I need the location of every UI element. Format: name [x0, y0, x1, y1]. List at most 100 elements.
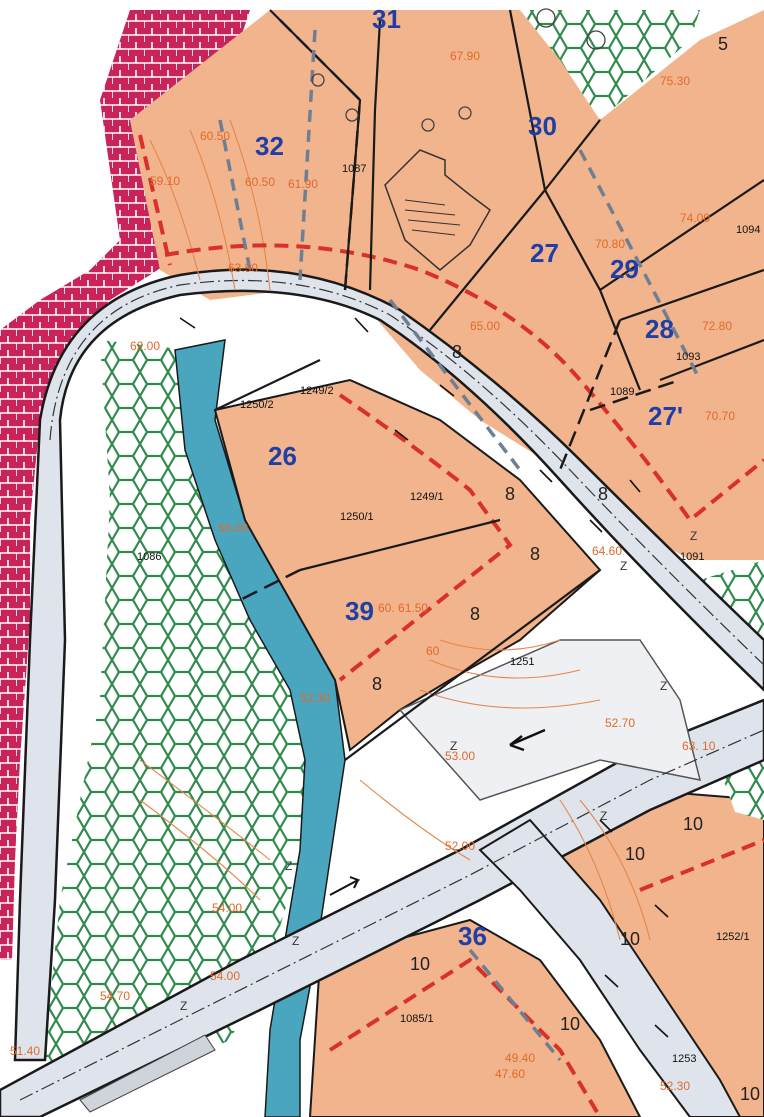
elevation-label: 60.50 — [200, 129, 230, 143]
parcel-1087: 1087 — [342, 163, 366, 175]
branch-road — [478, 818, 742, 1117]
z-marker: Z — [450, 739, 457, 753]
plaza — [398, 639, 702, 801]
brick-boundary — [0, 10, 250, 960]
plot-boundaries-dashed — [239, 19, 681, 602]
elevation-label: 54.70 — [100, 989, 130, 1003]
elevation-label: 65.00 — [470, 319, 500, 333]
plot-number-27: 27 — [530, 238, 559, 268]
parcel-1250-1: 1250/1 — [340, 511, 374, 523]
plot-number-26: 26 — [268, 441, 297, 471]
z-marker: Z — [285, 859, 292, 873]
road-width-label: 8 — [470, 604, 480, 624]
z-marker: Z — [690, 529, 697, 543]
parcel-1249-1: 1249/1 — [410, 491, 444, 503]
green-area-left — [40, 340, 330, 1100]
elevation-label: 64.60 — [592, 544, 622, 558]
tree-markers — [311, 8, 606, 132]
elevation-labels: 60.50 59.10 60.50 61.90 63.50 65.00 67.9… — [10, 49, 735, 1093]
elevation-label: 51.40 — [10, 1044, 40, 1058]
z-marker: Z — [292, 934, 299, 948]
road-width-label: 10 — [620, 929, 640, 949]
elevation-label: 53.00 — [445, 749, 475, 763]
elevation-label: 54.00 — [212, 901, 242, 915]
elevation-label: 72.80 — [702, 319, 732, 333]
z-marker: Z — [660, 679, 667, 693]
contour-lines — [139, 119, 651, 941]
elevation-label: 70.80 — [595, 237, 625, 251]
elevation-label: 49.40 — [505, 1051, 535, 1065]
z-marker: Z — [620, 559, 627, 573]
arrow-left-icon — [509, 728, 546, 752]
elevation-label: 62.00 — [130, 339, 160, 353]
elevation-label: 47.60 — [495, 1067, 525, 1081]
elevation-label: 60.50 — [245, 175, 275, 189]
plot-number-5: 5 — [718, 34, 728, 54]
upper-plots-fill — [130, 10, 764, 560]
elevation-label: 61.90 — [288, 177, 318, 191]
arrow-up-right-icon — [329, 876, 361, 896]
parcel-1251: 1251 — [510, 656, 534, 668]
elevation-label: 63. 10 — [682, 739, 716, 753]
elevation-label: 67.90 — [450, 49, 480, 63]
parcel-1250-2: 1250/2 — [240, 399, 274, 411]
green-area-top — [520, 10, 700, 120]
parcel-1253: 1253 — [672, 1053, 696, 1065]
elevation-label: 60. 61.50 — [378, 601, 428, 615]
elevation-label: 56.00 — [218, 521, 248, 535]
road-cross-ticks — [179, 317, 669, 1038]
z-markers: Z Z Z Z Z Z Z Z — [180, 529, 697, 1013]
elevation-label: 59.10 — [150, 174, 180, 188]
parcel-1094: 1094 — [736, 224, 760, 236]
plot-number-32: 32 — [255, 131, 284, 161]
elevation-label: 75.30 — [660, 74, 690, 88]
road-width-label: 10 — [560, 1014, 580, 1034]
plot-number-31: 31 — [372, 4, 401, 34]
building-hatch — [404, 199, 461, 236]
road-width-label: 10 — [740, 1084, 760, 1104]
z-marker: Z — [600, 809, 607, 823]
plot-number-39: 39 — [345, 596, 374, 626]
middle-plots-fill — [213, 378, 602, 752]
parcel-1091: 1091 — [680, 551, 704, 563]
road-width-label: 8 — [598, 484, 608, 504]
parcel-1093: 1093 — [676, 351, 700, 363]
plot-number-30: 30 — [528, 111, 557, 141]
traffic-arrows — [329, 728, 546, 896]
elevation-label: 60 — [426, 644, 440, 658]
parcel-1089: 1089 — [610, 386, 634, 398]
elevation-label: 74.00 — [680, 211, 710, 225]
plot-number-labels: 31 32 30 27 29 28 27' 26 39 36 5 — [255, 4, 728, 951]
parcel-1085-1: 1085/1 — [400, 1013, 434, 1025]
elevation-label: 52.70 — [605, 716, 635, 730]
road-width-label: 8 — [505, 484, 515, 504]
diagonal-road — [0, 698, 764, 1117]
elevation-label: 54.00 — [210, 969, 240, 983]
plot-number-36: 36 — [458, 921, 487, 951]
parcel-1252-1: 1252/1 — [716, 931, 750, 943]
elevation-label: 63.50 — [228, 261, 258, 275]
road-width-label: 10 — [683, 814, 703, 834]
road-width-label: 10 — [410, 954, 430, 974]
elevation-label: 70.70 — [705, 409, 735, 423]
parcel-id-labels: 1087 1094 1093 1089 1250/2 1249/2 1249/1… — [137, 163, 760, 1065]
plot-number-29: 29 — [610, 254, 639, 284]
plot-number-28: 28 — [645, 314, 674, 344]
elevation-label: 52.30 — [660, 1079, 690, 1093]
road-width-label: 8 — [452, 342, 462, 362]
lower-center-plot-fill — [308, 918, 642, 1117]
hatched-strip — [79, 1034, 216, 1113]
road-centerline — [49, 279, 764, 666]
road-centerline-2 — [19, 729, 764, 1101]
parcel-1086: 1086 — [137, 551, 161, 563]
easement-lines — [218, 29, 702, 1062]
plot-number-27b: 27' — [648, 401, 683, 431]
road-width-labels: 8 8 8 8 8 8 10 10 10 10 10 10 — [372, 342, 760, 1104]
elevation-label: 52.00 — [445, 839, 475, 853]
z-marker: Z — [180, 999, 187, 1013]
road-width-label: 8 — [372, 674, 382, 694]
road-width-label: 8 — [530, 544, 540, 564]
road-width-label: 10 — [625, 844, 645, 864]
main-road — [13, 268, 764, 1062]
